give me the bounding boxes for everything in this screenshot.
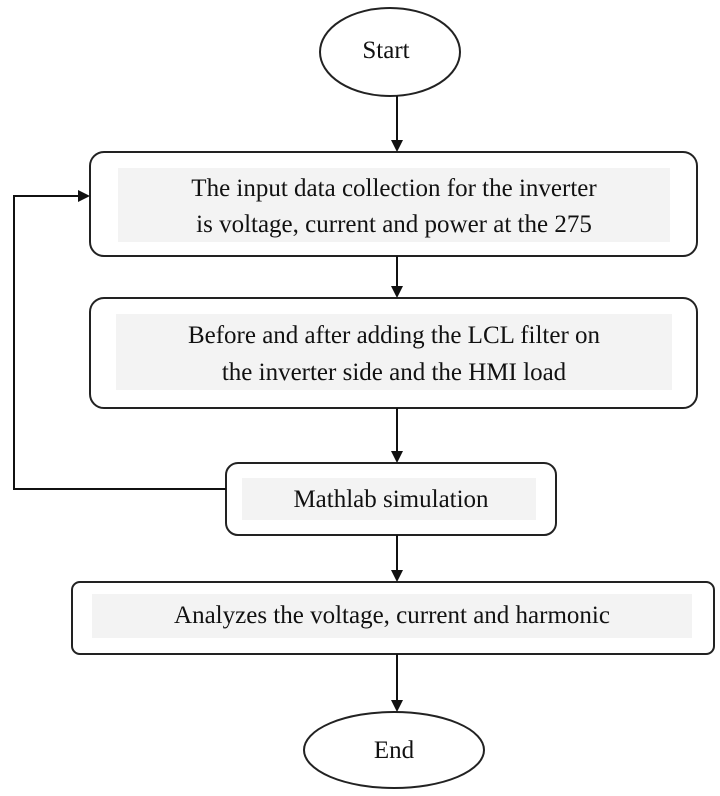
lcl-filter-line-1: Before and after adding the LCL filter o… — [188, 322, 601, 349]
lcl-filter-line-2: the inverter side and the HMI load — [222, 359, 567, 386]
lcl-filter-step: Before and after adding the LCL filter o… — [89, 297, 698, 409]
data-collection-line-2: is voltage, current and power at the 275 — [196, 211, 592, 238]
start-node: Start — [319, 7, 461, 97]
end-ellipse — [303, 711, 485, 789]
simulation-label-bg — [242, 478, 536, 520]
analysis-label-bg — [92, 594, 692, 638]
analysis-step: Analyzes the voltage, current and harmon… — [71, 581, 715, 655]
end-label: End — [374, 737, 415, 764]
end-node: End — [303, 711, 485, 789]
analysis-label: Analyzes the voltage, current and harmon… — [174, 602, 610, 629]
simulation-step: Mathlab simulation — [225, 462, 557, 536]
start-label: Start — [362, 37, 409, 64]
feedback-loop-arrow — [13, 190, 226, 490]
start-ellipse — [319, 7, 461, 97]
data-collection-line-1: The input data collection for the invert… — [191, 175, 597, 202]
data-collection-label-bg — [118, 168, 670, 242]
data-collection-step: The input data collection for the invert… — [89, 151, 698, 257]
simulation-label: Mathlab simulation — [293, 486, 489, 513]
lcl-filter-label-bg — [116, 314, 672, 390]
